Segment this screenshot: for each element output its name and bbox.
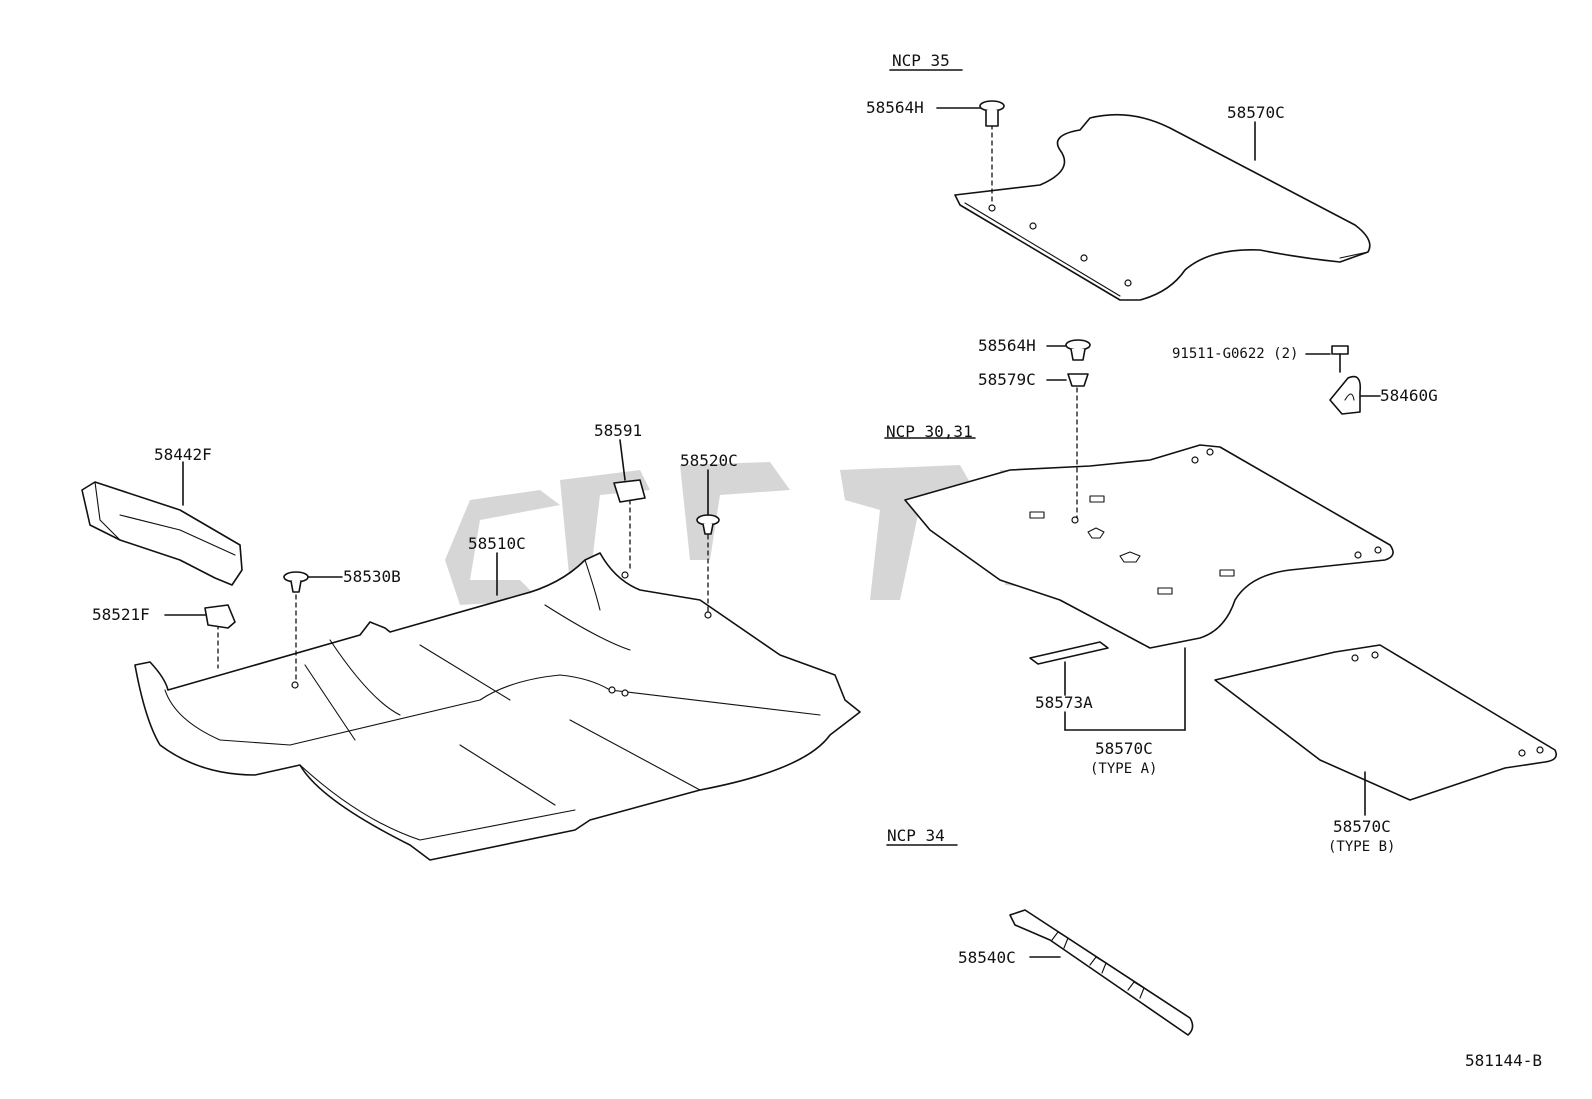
mat-58570c-ncp35 — [954, 113, 1371, 301]
mat-58570c-type-a — [904, 387, 1394, 649]
section-ncp3031: NCP 30,31 — [886, 422, 973, 441]
label-58591: 58591 — [594, 421, 642, 440]
clip-58520c — [696, 514, 720, 535]
label-58570c-type-b: 58570C — [1333, 817, 1391, 836]
label-58510c: 58510C — [468, 534, 526, 553]
duct-58442f — [81, 481, 243, 586]
label-58564h-top: 58564H — [866, 98, 924, 117]
clip-58579c — [1067, 373, 1089, 387]
label-58460g: 58460G — [1380, 386, 1438, 405]
carpet-58510c — [134, 499, 861, 861]
leader-lines — [164, 69, 1381, 958]
clip-58521f — [204, 604, 236, 629]
label-58540c: 58540C — [958, 948, 1016, 967]
label-58530b: 58530B — [343, 567, 401, 586]
clip-58591 — [613, 479, 646, 503]
diagram-id: 581144-B — [1465, 1051, 1542, 1070]
label-type-b: (TYPE B) — [1328, 839, 1395, 855]
label-58573a: 58573A — [1035, 693, 1093, 712]
clip-58564h-mid — [1065, 339, 1091, 361]
label-58442f: 58442F — [154, 445, 212, 464]
clip-58530b — [283, 571, 309, 593]
plate-58540c — [1009, 909, 1194, 1036]
strip-58573a — [1029, 641, 1109, 665]
label-58570c-type-a: 58570C — [1095, 739, 1153, 758]
label-91511: 91511-G0622 (2) — [1172, 346, 1298, 362]
clip-58564h-top — [979, 100, 1005, 127]
label-type-a: (TYPE A) — [1090, 761, 1157, 777]
label-58564h-mid: 58564H — [978, 336, 1036, 355]
label-58521f: 58521F — [92, 605, 150, 624]
mat-58570c-type-b — [1214, 644, 1558, 801]
section-ncp35: NCP 35 — [892, 51, 950, 70]
label-58520c: 58520C — [680, 451, 738, 470]
hook-58460g — [1329, 375, 1362, 415]
section-ncp34: NCP 34 — [887, 826, 945, 845]
label-58579c: 58579C — [978, 370, 1036, 389]
bolt-91511 — [1331, 345, 1349, 373]
label-58570c-top: 58570C — [1227, 103, 1285, 122]
